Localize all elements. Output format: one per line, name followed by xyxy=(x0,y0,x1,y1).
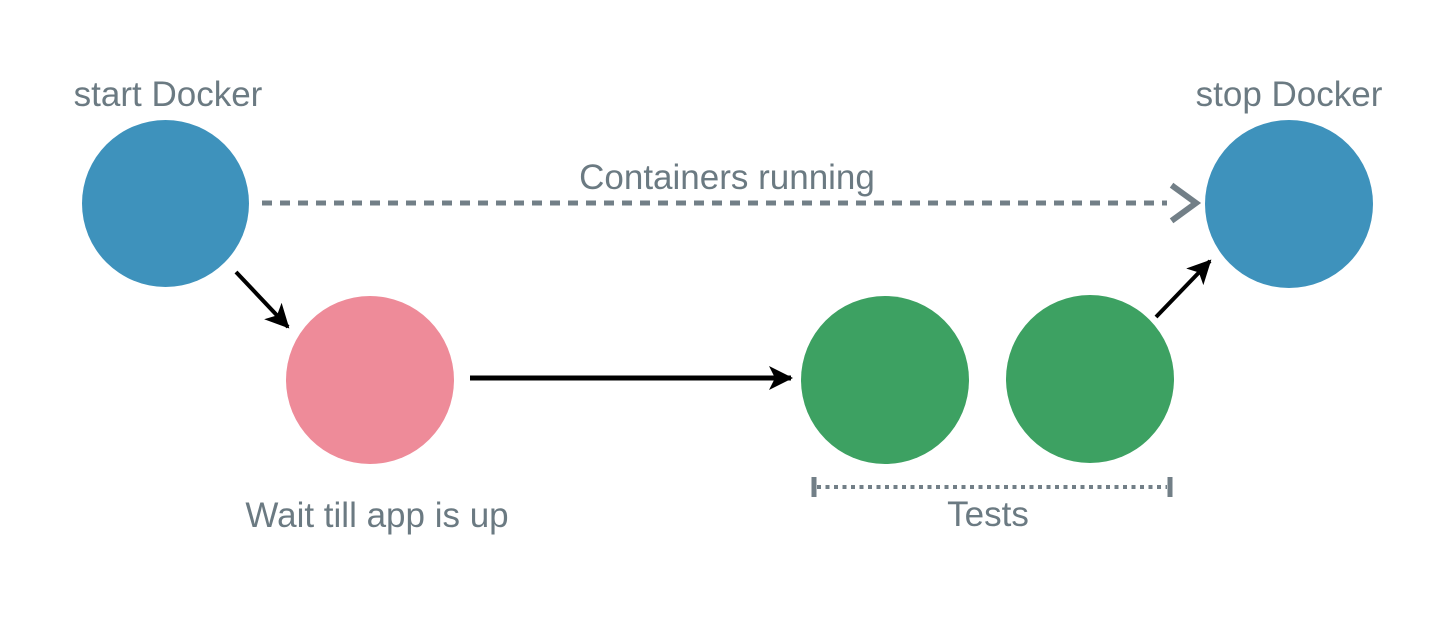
chevron-arrowhead-icon xyxy=(1169,182,1202,224)
label-tests: Tests xyxy=(947,495,1029,534)
label-start-docker: start Docker xyxy=(73,75,263,114)
node-test-1 xyxy=(801,296,969,464)
edge-start-to-wait xyxy=(234,270,290,329)
label-containers-running: Containers running xyxy=(579,158,875,197)
node-start-docker xyxy=(82,120,249,287)
node-stop-docker xyxy=(1205,120,1373,288)
edge-test2-to-stop xyxy=(1154,259,1212,319)
node-test-2 xyxy=(1006,295,1174,463)
label-wait-till-app-up: Wait till app is up xyxy=(245,496,509,535)
node-wait-till-app-up xyxy=(286,296,454,464)
label-stop-docker: stop Docker xyxy=(1195,75,1383,114)
